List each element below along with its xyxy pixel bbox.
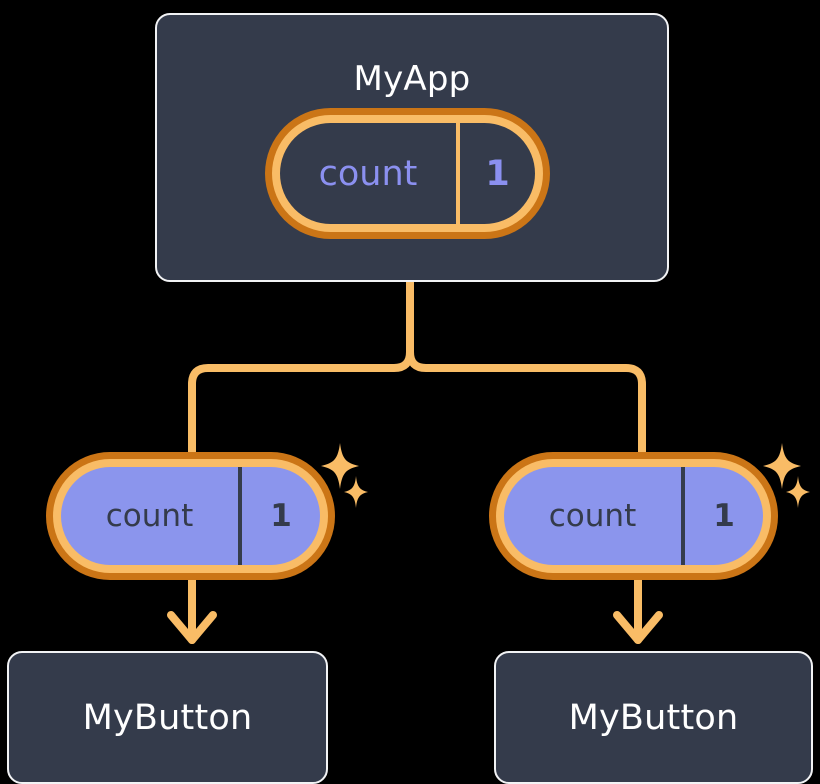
arrow-head-left bbox=[167, 611, 217, 644]
state-pill-inner-ring: count 1 bbox=[496, 459, 771, 573]
state-value-label: 1 bbox=[270, 498, 292, 534]
sparkle-four-point-icon bbox=[321, 443, 359, 489]
branch-connector-left-path bbox=[188, 278, 414, 456]
component-title-mybutton: MyButton bbox=[82, 697, 253, 738]
state-pill-core: count 1 bbox=[280, 123, 535, 224]
state-pill-child-right[interactable]: count 1 bbox=[489, 452, 778, 580]
state-key-label: count bbox=[318, 153, 418, 194]
component-box-mybutton-right[interactable]: MyButton bbox=[494, 651, 813, 784]
state-pill-myapp[interactable]: count 1 bbox=[265, 108, 550, 239]
sparkle-four-point-small-icon bbox=[786, 476, 810, 508]
state-pill-divider bbox=[681, 467, 685, 565]
state-value-label: 1 bbox=[713, 498, 735, 534]
component-title-mybutton: MyButton bbox=[568, 697, 739, 738]
arrow-head-right bbox=[613, 611, 663, 644]
state-pill-divider bbox=[238, 467, 242, 565]
state-key-label: count bbox=[548, 498, 637, 534]
state-pill-core: count 1 bbox=[504, 467, 763, 565]
state-key-label: count bbox=[105, 498, 194, 534]
component-title-myapp: MyApp bbox=[353, 59, 471, 99]
branch-connector-right-path bbox=[406, 278, 646, 456]
sparkle-four-point-small-icon bbox=[344, 476, 368, 508]
state-pill-inner-ring: count 1 bbox=[272, 115, 543, 232]
component-box-mybutton-left[interactable]: MyButton bbox=[7, 651, 328, 784]
state-pill-inner-ring: count 1 bbox=[53, 459, 328, 573]
state-pill-child-left[interactable]: count 1 bbox=[46, 452, 335, 580]
state-pill-divider bbox=[456, 123, 460, 224]
state-pill-core: count 1 bbox=[61, 467, 320, 565]
state-value-label: 1 bbox=[485, 153, 510, 194]
